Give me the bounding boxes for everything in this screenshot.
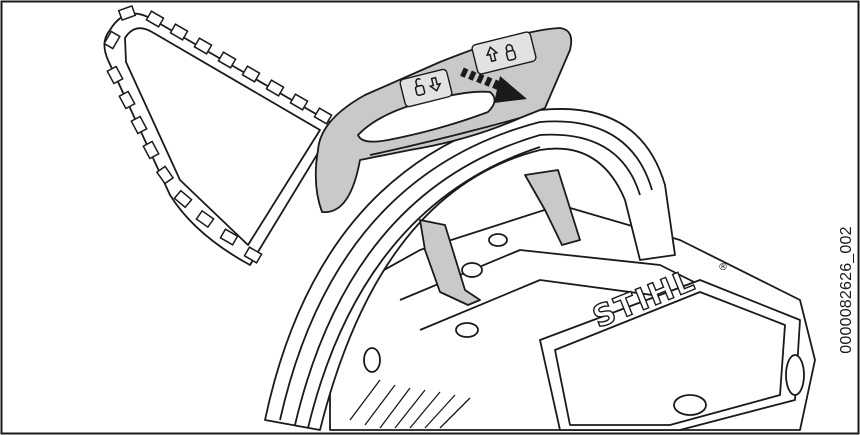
figure-id-label: 0000082626_002 [838, 226, 855, 354]
direction-arrow-icon [460, 67, 527, 103]
lever-symbol-panel-right [471, 31, 537, 75]
down-arrow-icon [428, 76, 442, 92]
up-arrow-icon [485, 45, 499, 63]
chain-brake-lever [314, 27, 581, 306]
lever-symbol-panel-left [399, 68, 453, 108]
locked-padlock-icon [505, 43, 517, 62]
front-handle [264, 108, 676, 431]
brand-registered-mark: ® [718, 262, 728, 273]
saw-chain-links [103, 4, 333, 264]
unlocked-padlock-icon [414, 77, 426, 97]
